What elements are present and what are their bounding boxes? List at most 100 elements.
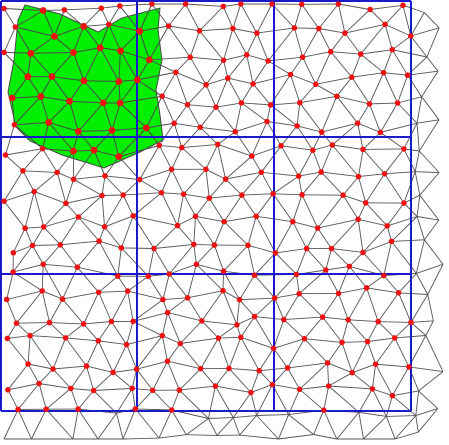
mesh-node <box>291 25 298 31</box>
mesh-edge <box>233 415 257 419</box>
mesh-edge <box>415 273 429 295</box>
mesh-edge <box>402 4 425 13</box>
mesh-edge <box>425 320 434 336</box>
mesh-edge <box>280 145 300 177</box>
highlighted-mesh-edge <box>73 47 101 53</box>
mesh-edge <box>32 244 61 246</box>
mesh-edge <box>247 216 257 246</box>
mesh-edge <box>199 126 219 145</box>
mesh-edge <box>369 102 398 105</box>
mesh-edge <box>347 287 367 321</box>
mesh-edge <box>177 215 196 226</box>
mesh-edge <box>215 385 252 393</box>
mesh-edge <box>41 290 50 323</box>
mesh-edge <box>104 194 124 228</box>
mesh-edge <box>152 360 168 391</box>
mesh-edge <box>201 320 219 339</box>
mesh-edge <box>362 225 388 253</box>
mesh-node <box>290 218 296 225</box>
mesh-edge <box>16 322 50 324</box>
mesh-node <box>342 30 348 36</box>
mesh-edge <box>416 123 420 152</box>
highlighted-mesh-edge <box>83 80 104 104</box>
mesh-edge <box>254 274 276 299</box>
highlighted-mesh-edge <box>27 76 42 97</box>
mesh-node <box>391 335 398 341</box>
mesh-node <box>184 101 191 108</box>
mesh-edge <box>126 344 138 370</box>
mesh-edge <box>168 25 200 32</box>
highlighted-mesh-edge <box>118 50 121 82</box>
mesh-edge <box>65 179 75 204</box>
mesh-node <box>265 58 271 64</box>
highlighted-mesh-edge <box>139 3 153 32</box>
mesh-edge <box>168 3 186 27</box>
mesh-edge <box>199 30 224 61</box>
mesh-edge <box>246 54 269 62</box>
mesh-node <box>258 169 265 176</box>
mesh-edge <box>312 131 323 151</box>
mesh-edge <box>205 168 226 180</box>
mesh-edge <box>366 275 385 289</box>
mesh-edge <box>135 408 160 439</box>
mesh-node <box>256 367 263 374</box>
mesh-node <box>90 387 97 394</box>
mesh-edge <box>207 386 216 419</box>
mesh-edge <box>298 171 322 177</box>
mesh-edge <box>320 144 333 173</box>
mesh-edge <box>175 72 188 105</box>
mesh-node <box>250 81 256 87</box>
highlighted-mesh-edge <box>40 76 53 97</box>
highlighted-mesh-edge <box>118 127 147 157</box>
mesh-edge <box>43 9 65 11</box>
mesh-edge <box>344 23 386 34</box>
highlighted-mesh-edge <box>3 52 29 78</box>
mesh-node <box>377 129 384 136</box>
mesh-edge <box>101 175 106 196</box>
mesh-edge <box>362 252 385 276</box>
highlighted-mesh-edge <box>51 76 84 82</box>
mesh-edge <box>338 293 349 320</box>
mesh-edge <box>416 216 425 240</box>
mesh-node <box>182 1 189 7</box>
mesh-node <box>165 23 172 29</box>
mesh-node <box>271 295 278 301</box>
mesh-edge <box>299 385 329 390</box>
mesh-edge <box>251 145 282 157</box>
mesh-edge <box>153 248 170 275</box>
mesh-node <box>364 338 371 345</box>
highlighted-mesh-edge <box>120 50 150 61</box>
mesh-edge <box>52 365 87 370</box>
mesh-node <box>39 288 45 294</box>
highlighted-mesh-edge <box>119 102 147 129</box>
mesh-edge <box>117 247 122 277</box>
mesh-edge <box>275 252 297 275</box>
mesh-edge <box>258 370 273 385</box>
highlighted-mesh-edge <box>14 121 49 126</box>
mesh-node <box>269 1 275 7</box>
mesh-node <box>96 44 104 52</box>
mesh-edge <box>251 155 262 173</box>
mesh-edge <box>296 125 322 133</box>
mesh-edge <box>153 225 178 249</box>
mesh-edge <box>27 363 40 384</box>
mesh-node <box>357 51 364 57</box>
mesh-node <box>254 30 260 36</box>
mesh-edge <box>325 248 332 271</box>
mesh-node <box>327 48 334 55</box>
mesh-edge <box>273 193 303 196</box>
mesh-edge <box>167 360 201 370</box>
mesh-edge <box>49 322 66 339</box>
mesh-edge <box>330 32 346 52</box>
mesh-edge <box>70 365 87 389</box>
highlighted-mesh-edge <box>83 47 101 82</box>
mesh-edge <box>5 124 15 156</box>
mesh-node <box>323 267 329 273</box>
mesh-edge <box>378 321 412 323</box>
mesh-node <box>213 104 219 110</box>
mesh-edge <box>427 294 434 321</box>
mesh-edge <box>313 434 337 440</box>
mesh-edge <box>216 417 234 436</box>
mesh-node <box>236 296 243 303</box>
